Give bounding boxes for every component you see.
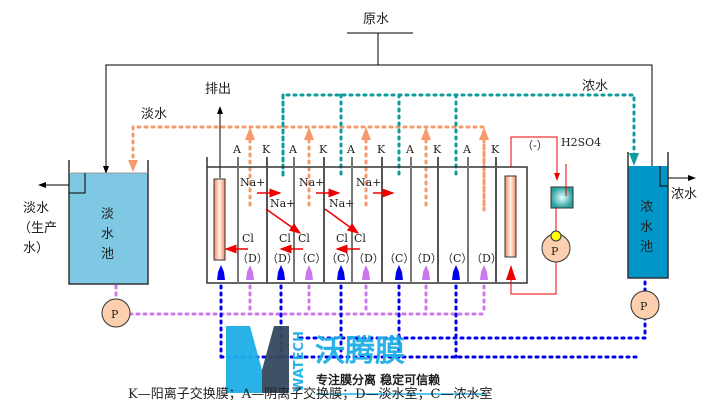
acid-dosing: （-） H2SO4 P [510, 136, 601, 295]
sodium-ion-label: Na+ [270, 197, 295, 210]
dilute-tank-label-2: 水 [101, 227, 114, 242]
dilute-pump[interactable] [101, 298, 131, 328]
chamber-label: （D） [353, 252, 384, 265]
raw-water-label: 原水 [363, 12, 389, 27]
up-arrow-icon [361, 127, 371, 140]
up-arrow-icon [245, 127, 255, 140]
raw-water-feed: 原水 [103, 12, 655, 184]
product-water-label-3: 水） [23, 241, 49, 256]
membrane-label: K [319, 143, 328, 156]
cation-migration-arrow [265, 208, 302, 234]
membrane-label: K [262, 143, 271, 156]
chamber-label: （C） [442, 252, 472, 265]
up-arrow-icon [304, 127, 314, 140]
legend-text: K—阳离子交换膜；A—阴离子交换膜；D—淡水室；C—浓水室 [128, 386, 492, 402]
anode-electrode [213, 178, 226, 261]
chloride-ion-label: Cl [279, 232, 291, 245]
watermark-brand: 沃腾膜 [315, 334, 405, 369]
membrane-label: A [346, 143, 356, 156]
concentrate-pump[interactable] [630, 290, 660, 320]
concentrate-pump-label: P [640, 300, 648, 313]
blue-inflow-arrow-icon [217, 265, 225, 280]
product-water-label-1: 淡水 [23, 201, 49, 216]
purple-inflow-arrow-icon [422, 265, 430, 280]
chamber-label: （C） [384, 252, 414, 265]
sodium-ion-label: Na+ [240, 176, 265, 189]
membrane-label: A [405, 143, 415, 156]
chloride-ion-label: Cl [298, 232, 310, 245]
purple-inflow-arrow-icon [362, 265, 370, 280]
blue-inflow-arrow-icon [452, 265, 460, 280]
membrane-label: A [288, 143, 298, 156]
concentrate-out-label: 浓水 [671, 187, 697, 202]
cation-migration-arrow [324, 208, 360, 234]
purple-inflow-arrow-icon [480, 265, 488, 280]
dilute-return-line: 淡水 [128, 107, 489, 212]
concentrate-label: 浓水 [582, 79, 608, 94]
chamber-label: （D） [471, 252, 502, 265]
chloride-ion-label: Cl [336, 232, 348, 245]
sodium-ion-label: Na+ [356, 176, 381, 189]
dilute-tank-label-3: 池 [101, 247, 114, 262]
chamber-label: （C） [296, 252, 326, 265]
blue-inflow-arrow-icon [277, 265, 285, 280]
negative-electrode-label: （-） [522, 139, 548, 152]
acid-label: H2SO4 [561, 136, 601, 149]
watermark-logo: WATECH 沃腾膜 专注膜分离 稳定可信赖 [226, 326, 485, 395]
chamber-label: （D） [411, 252, 442, 265]
bottom-circulation: P P [101, 280, 660, 359]
up-arrow-icon [421, 127, 431, 140]
purple-inflow-arrow-icon [246, 265, 254, 280]
dilute-tank-label-1: 淡 [101, 207, 114, 222]
membrane-label: A [462, 143, 472, 156]
dilute-label: 淡水 [141, 107, 167, 122]
concentrate-tank-label-3: 池 [640, 240, 653, 255]
discharge-label: 排出 [205, 82, 231, 97]
blue-inflow-arrow-icon [395, 265, 403, 280]
purple-inflow-arrow-icon [305, 265, 313, 280]
membrane-label: A [232, 143, 242, 156]
product-water-label-2: （生产 [18, 221, 57, 236]
up-arrow-icon [479, 127, 489, 140]
membrane-label: K [433, 143, 442, 156]
watermark-slogan: 专注膜分离 稳定可信赖 [316, 372, 440, 387]
sodium-ion-label: Na+ [299, 176, 324, 189]
sodium-ion-label: Na+ [329, 197, 354, 210]
acid-pump-label: P [551, 245, 559, 258]
discharge-outlet: 排出 [205, 82, 231, 178]
concentrate-tank-label-2: 水 [640, 220, 653, 235]
membrane-label: K [491, 143, 500, 156]
chamber-label: （D） [237, 252, 268, 265]
watermark-latin: WATECH [292, 331, 307, 392]
concentrate-tank: 浓水 浓 水 池 [627, 152, 697, 279]
membrane-label: K [377, 143, 386, 156]
chloride-ion-label: Cl [242, 232, 254, 245]
concentrate-return-line: 浓水 [281, 79, 639, 177]
blue-inflow-arrow-icon [337, 265, 345, 280]
chamber-label: （D） [267, 252, 298, 265]
concentrate-tank-label-1: 浓 [640, 200, 653, 215]
chloride-ion-label: Cl [354, 232, 366, 245]
cathode-electrode [504, 175, 517, 258]
dilute-pump-label: P [111, 308, 119, 321]
dilute-tank: 淡 水 池 淡水 （生产 水） [18, 160, 149, 285]
chamber-label: （C） [326, 252, 356, 265]
